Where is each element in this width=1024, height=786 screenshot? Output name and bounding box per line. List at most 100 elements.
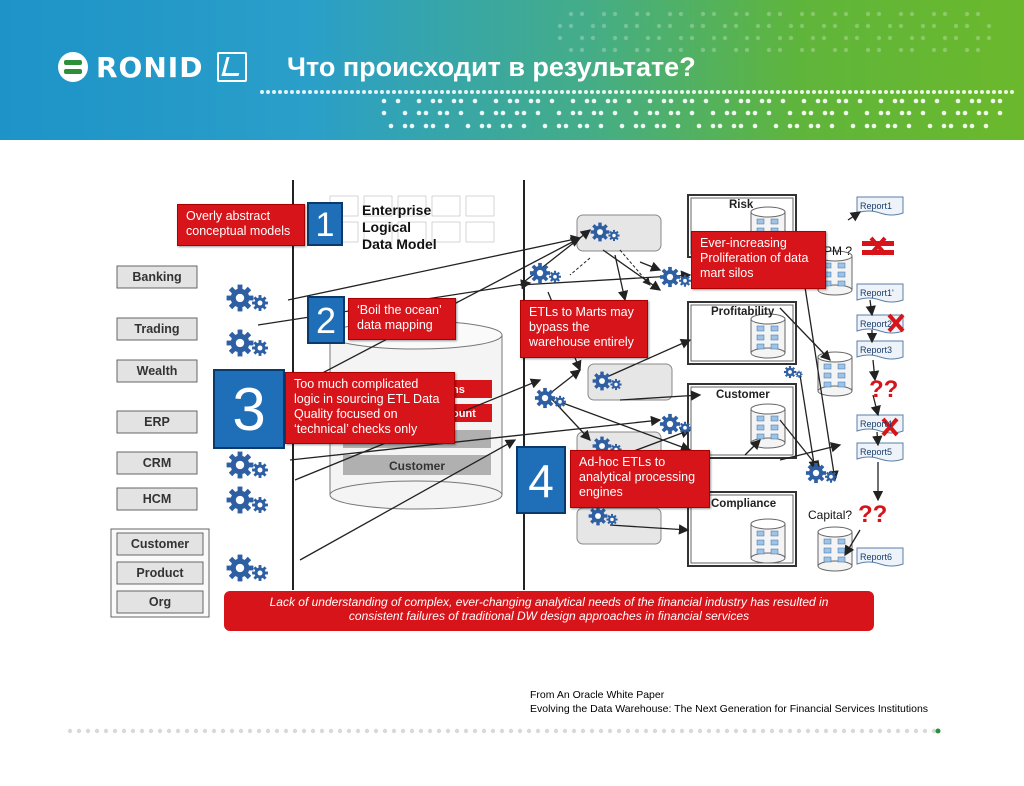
header-dot (579, 11, 585, 17)
header-dot (493, 110, 499, 116)
header-dot (650, 90, 654, 94)
header-dot (601, 11, 607, 17)
source-box (116, 451, 198, 475)
gear-hole (812, 469, 820, 477)
callout-4-text: Ad-hoc ETLs to analytical processing eng… (570, 450, 710, 508)
header-dot (953, 35, 959, 41)
flow-arrow (799, 374, 819, 472)
header-dot (647, 110, 653, 116)
header-dot (766, 110, 772, 116)
header-dot (500, 90, 504, 94)
gear-tooth (683, 431, 687, 434)
footer-dot (913, 728, 919, 734)
header-dot (766, 11, 772, 17)
header-dot (956, 90, 960, 94)
header-dot (548, 90, 552, 94)
footer-dot (931, 728, 937, 734)
header-dot (577, 110, 583, 116)
header-dot (906, 110, 912, 116)
header-dot (272, 90, 276, 94)
gear-hole (599, 378, 605, 384)
header-dot (998, 90, 1002, 94)
gear-tooth (606, 518, 609, 521)
mart-db-icon-table (837, 538, 846, 545)
header-dot (866, 90, 870, 94)
etl-box (576, 214, 662, 252)
gear-hole (257, 345, 263, 351)
header-dot (626, 98, 632, 104)
callout-proliferation: Ever-increasing Proliferation of data ma… (691, 231, 826, 289)
gear-hole (788, 370, 792, 374)
footer-dot (319, 728, 325, 734)
header-dot (920, 35, 926, 41)
header-dot (579, 47, 585, 53)
header-dot (942, 11, 948, 17)
gear-hole (595, 513, 601, 519)
callout-etl-marts: ETLs to Marts may bypass the warehouse e… (520, 300, 648, 358)
gear-hole (797, 373, 801, 376)
footer-dot (688, 728, 694, 734)
header-dot (908, 90, 912, 94)
report-2: Report2 (860, 319, 893, 329)
header-dot (755, 35, 761, 41)
header-dot (437, 98, 443, 104)
header-dot (710, 90, 714, 94)
gear-tooth (226, 340, 232, 346)
gear-tooth (265, 301, 268, 305)
header-dot (601, 23, 607, 29)
model-sketch-box (363, 195, 393, 217)
header-dot (799, 23, 805, 29)
report-box (856, 547, 904, 567)
header-dot (934, 98, 940, 104)
header-dot (950, 90, 954, 94)
gear-tooth (258, 497, 262, 500)
header-dot (944, 90, 948, 94)
model-sketch-box (431, 221, 461, 243)
footer-dot (643, 728, 649, 734)
header-dot (759, 98, 765, 104)
footer-dot (832, 728, 838, 734)
flow-arrow (547, 369, 582, 396)
header-dot (444, 110, 450, 116)
gear-tooth (258, 353, 262, 356)
header-dot (878, 110, 884, 116)
flow-arrow (779, 442, 842, 461)
mart-db-icon-table (837, 262, 846, 269)
header-dot (566, 90, 570, 94)
flow-arrow (872, 431, 883, 447)
gear-hole (257, 300, 263, 306)
source-box (116, 561, 204, 585)
header-dot (428, 90, 432, 94)
header-dot (752, 90, 756, 94)
header-dot (885, 110, 891, 116)
header-dot (745, 98, 751, 104)
header-dot (927, 123, 933, 129)
gear-tooth (258, 308, 262, 311)
gear-icon (226, 554, 254, 582)
header-dot (381, 110, 387, 116)
question-mark-1: ?? (869, 376, 899, 403)
header-dot (990, 98, 996, 104)
header-dot (777, 35, 783, 41)
footer-dot (184, 728, 190, 734)
header-dot (704, 90, 708, 94)
header-dot (590, 90, 594, 94)
footer-dot (517, 728, 523, 734)
gear-tooth (659, 275, 664, 279)
footer-dot (445, 728, 451, 734)
header-dot (362, 90, 366, 94)
header-dot (700, 47, 706, 53)
header-dot (422, 90, 426, 94)
footer-dot (733, 728, 739, 734)
mart-box-inner (690, 304, 794, 362)
header-dot (976, 110, 982, 116)
header-dot (612, 35, 618, 41)
gear-hole (614, 382, 618, 387)
callout-number-4: 4 (516, 446, 566, 514)
footer-dot (346, 728, 352, 734)
header-dot (430, 98, 436, 104)
footer-dot (796, 728, 802, 734)
header-dot (815, 123, 821, 129)
report-box (856, 340, 904, 360)
gear-icon-small (252, 340, 268, 356)
